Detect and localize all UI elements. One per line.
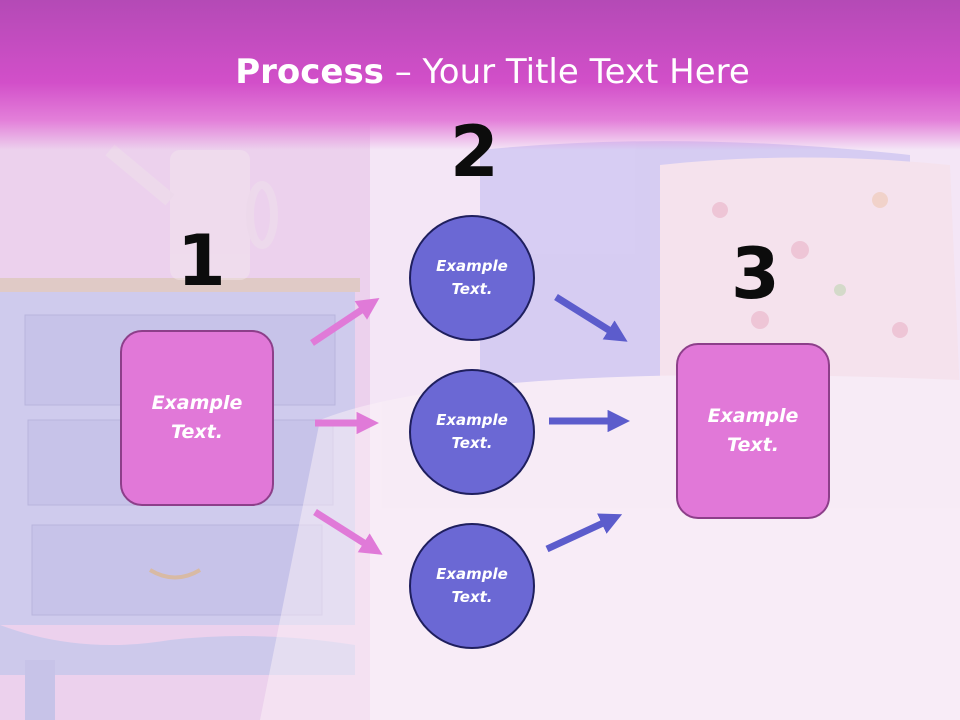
step-number-1: 1 [177,220,226,302]
arrow-from-circle-bottom [545,513,623,553]
step-3-box: Example Text. [676,343,830,519]
arrow-from-circle-top [554,294,628,342]
step-number-2: 2 [450,111,499,193]
title-bold: Process [235,52,384,92]
step-3-text: Example Text. [707,405,799,456]
step-1-text: Example Text. [151,392,243,443]
circle-middle-text: Example Text. [436,411,508,452]
arrow-to-circle-top [310,298,380,346]
step-2-circle-middle: Example Text. [409,369,535,495]
circle-bottom-text: Example Text. [436,565,508,606]
slide-title: Process – Your Title Text Here [0,52,960,92]
arrow-to-circle-bottom [313,509,383,555]
step-1-box: Example Text. [120,330,274,506]
title-band [0,0,960,150]
step-2-circle-top: Example Text. [409,215,535,341]
step-2-circle-bottom: Example Text. [409,523,535,649]
step-number-3: 3 [731,233,780,315]
circle-top-text: Example Text. [436,257,508,298]
title-rest: – Your Title Text Here [383,52,750,92]
